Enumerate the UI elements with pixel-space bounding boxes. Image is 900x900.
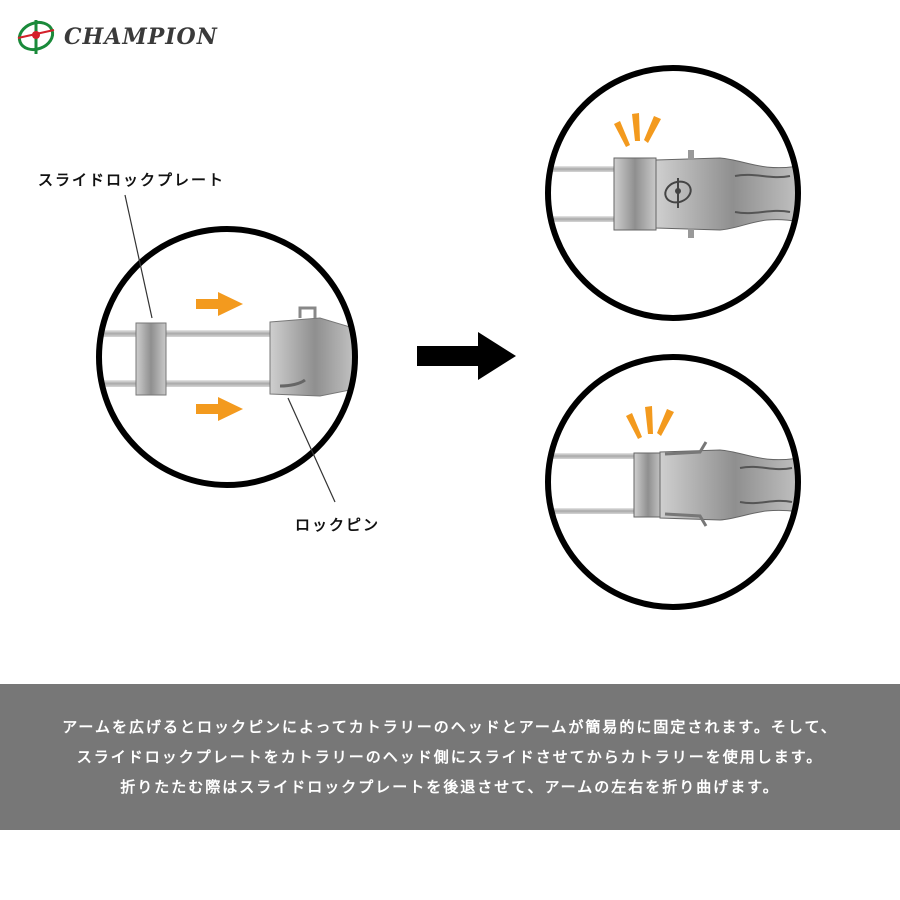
cutlery-head [659,449,798,521]
champion-logo: CHAMPION [16,16,218,56]
illustration [96,65,801,610]
click-burst-icon [626,406,674,439]
upper-arm-rod [99,330,290,337]
caption-line-2: スライドロックプレートをカトラリーのヘッド側にスライドさせてからカトラリーを使用… [76,748,824,766]
lower-arm-rod [99,380,290,387]
caption-line-1: アームを広げるとロックピンによってカトラリーのヘッドとアームが簡易的に固定されま… [62,718,838,736]
caption-line-3: 折りたたむ際はスライドロックプレートを後退させて、アームの左右を折り曲げます。 [120,778,780,796]
brand-name: CHAMPION [64,24,218,50]
slide-lock-plate [633,452,663,518]
lock-detail-after-top [545,65,801,321]
slide-lock-plate [135,322,167,396]
slide-lock-plate-label: スライドロックプレート [38,171,226,189]
arrow-right-icon [196,397,243,421]
lock-detail-after-bottom [545,354,801,610]
cutlery-head [269,317,355,397]
lock-pin-label: ロックピン [295,516,381,534]
champion-emblem-icon [17,20,55,54]
arrow-right-icon [196,292,243,316]
click-burst-icon [614,113,661,147]
big-arrow-right-icon [417,332,516,380]
lock-pin [279,378,306,388]
lock-pin-leader-line [287,397,336,503]
slide-lock-plate [613,157,657,231]
champion-emblem-icon [664,178,692,208]
slide-plate-leader-line [124,194,153,319]
lock-detail-before [96,226,358,488]
caption-band [0,684,900,830]
cutlery-head [655,157,798,231]
